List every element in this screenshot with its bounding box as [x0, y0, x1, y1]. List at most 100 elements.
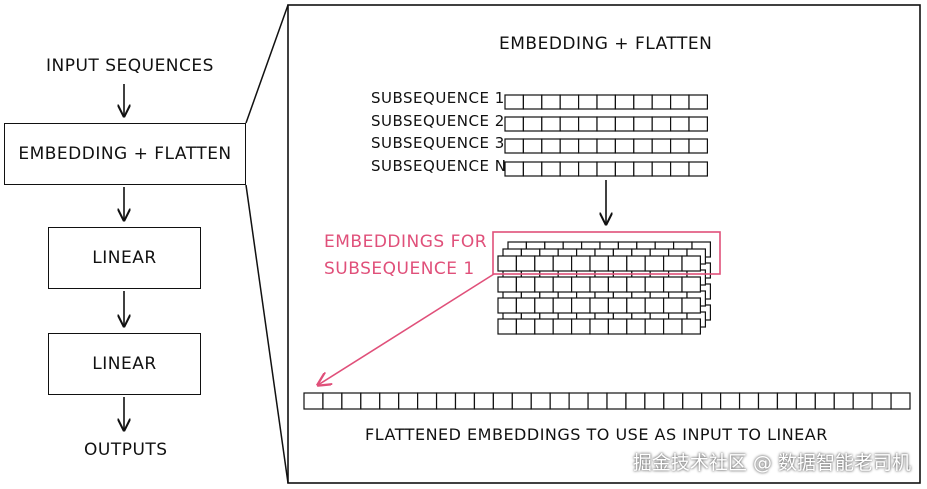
subsequence-2-cell: [559, 116, 580, 132]
subsequence-3-cell: [633, 138, 653, 154]
subsequence-3-cell: [541, 138, 561, 154]
embedding-cell: [644, 318, 665, 335]
flattened-cell: [720, 392, 741, 410]
embedding-cell: [534, 297, 554, 314]
subsequence-2-cell: [688, 116, 708, 132]
subsequence-4-cell: [504, 161, 524, 177]
flattened-cell: [454, 392, 476, 410]
flattened-embeddings-row: [303, 392, 911, 410]
embedding-cell: [570, 255, 591, 272]
subsequence-4-cell: [577, 161, 598, 177]
embedding-cell: [497, 276, 517, 293]
flattened-cell: [852, 392, 873, 410]
embedding-cell: [515, 255, 536, 272]
flattened-cell: [606, 392, 627, 410]
flattened-cell: [379, 392, 400, 410]
embedding-cell: [497, 318, 517, 335]
flattened-cell: [587, 392, 608, 410]
subsequence-1-cell: [504, 94, 524, 110]
linear-box-1: LINEAR: [48, 227, 201, 289]
subsequence-2-label: SUBSEQUENCE 2: [371, 112, 505, 130]
flattened-cell: [663, 392, 684, 410]
flattened-cell: [435, 392, 457, 410]
flattened-caption: FLATTENED EMBEDDINGS TO USE AS INPUT TO …: [365, 425, 828, 444]
flattened-cell: [757, 392, 779, 410]
flattened-cell: [417, 392, 438, 410]
embedding-cell: [626, 255, 646, 272]
subsequence-n-label: SUBSEQUENCE N: [371, 157, 507, 175]
subsequence-3-cell: [577, 138, 598, 154]
subsequence-3-cell: [504, 138, 524, 154]
embedding-cell: [644, 276, 665, 293]
embedding-cell: [515, 318, 536, 335]
embedding-cell: [570, 276, 591, 293]
embedding-stack: [497, 241, 711, 335]
flattened-cell: [341, 392, 362, 410]
flattened-cell: [625, 392, 646, 410]
flattened-cell: [795, 392, 816, 410]
subsequence-3-cell: [614, 138, 635, 154]
flattened-cell: [549, 392, 570, 410]
subsequence-1-highlight: [492, 231, 721, 275]
embedding-flatten-box-label: EMBEDDING + FLATTEN: [18, 144, 232, 164]
subsequence-1-cell: [614, 94, 635, 110]
embedding-cell: [681, 276, 701, 293]
detail-panel: [287, 4, 921, 484]
embedding-cell: [570, 318, 591, 335]
zoom-line-top: [245, 4, 289, 124]
subsequence-4-cell: [541, 161, 561, 177]
embedding-cell: [515, 297, 536, 314]
embedding-cell: [662, 276, 683, 293]
embedding-cell: [626, 297, 646, 314]
embedding-cell: [644, 255, 665, 272]
embedding-cell: [607, 297, 628, 314]
zoom-line-bottom: [245, 184, 289, 484]
embedding-cell: [552, 255, 573, 272]
embedding-cell: [662, 297, 683, 314]
embedding-cell: [589, 297, 609, 314]
embedding-cell: [626, 276, 646, 293]
flattened-cell: [398, 392, 419, 410]
embedding-cell: [662, 318, 683, 335]
arrow-to-flattened: [318, 273, 495, 385]
subsequence-4-cell: [651, 161, 672, 177]
subsequence-4-cell: [614, 161, 635, 177]
subsequence-1-cell: [633, 94, 653, 110]
embedding-cell: [644, 297, 665, 314]
subsequence-4-cell: [688, 161, 708, 177]
embedding-cell: [534, 255, 554, 272]
flattened-cell: [776, 392, 797, 410]
embedding-cell: [589, 318, 609, 335]
outputs-label: OUTPUTS: [84, 440, 168, 460]
subsequence-1-cell: [669, 94, 690, 110]
embedding-cell: [662, 255, 683, 272]
subsequence-4-cell: [522, 161, 543, 177]
subsequence-2-cell: [651, 116, 672, 132]
subsequence-2-cell: [504, 116, 524, 132]
flattened-cell: [814, 392, 835, 410]
subsequence-3-cell: [596, 138, 616, 154]
subsequence-2-cell: [614, 116, 635, 132]
embedding-cell: [681, 297, 701, 314]
flattened-cell: [701, 392, 722, 410]
subsequence-1-label: SUBSEQUENCE 1: [371, 89, 505, 107]
embedding-cell: [681, 318, 701, 335]
embedding-cell: [552, 318, 573, 335]
subsequence-2-cell: [541, 116, 561, 132]
flattened-cell: [322, 392, 343, 410]
flattened-cell: [511, 392, 532, 410]
flattened-cell: [568, 392, 589, 410]
embedding-cell: [534, 318, 554, 335]
embedding-cell: [552, 297, 573, 314]
flattened-cell: [492, 392, 513, 410]
flattened-cell: [682, 392, 703, 410]
linear-box-1-label: LINEAR: [92, 248, 157, 268]
subsequence-4-cell: [669, 161, 690, 177]
subsequence-3-label: SUBSEQUENCE 3: [371, 134, 505, 152]
linear-box-2: LINEAR: [48, 333, 201, 395]
subsequence-1-cell: [559, 94, 580, 110]
subsequence-2-cell: [577, 116, 598, 132]
embedding-flatten-box: EMBEDDING + FLATTEN: [4, 123, 246, 185]
embedding-cell: [534, 276, 554, 293]
